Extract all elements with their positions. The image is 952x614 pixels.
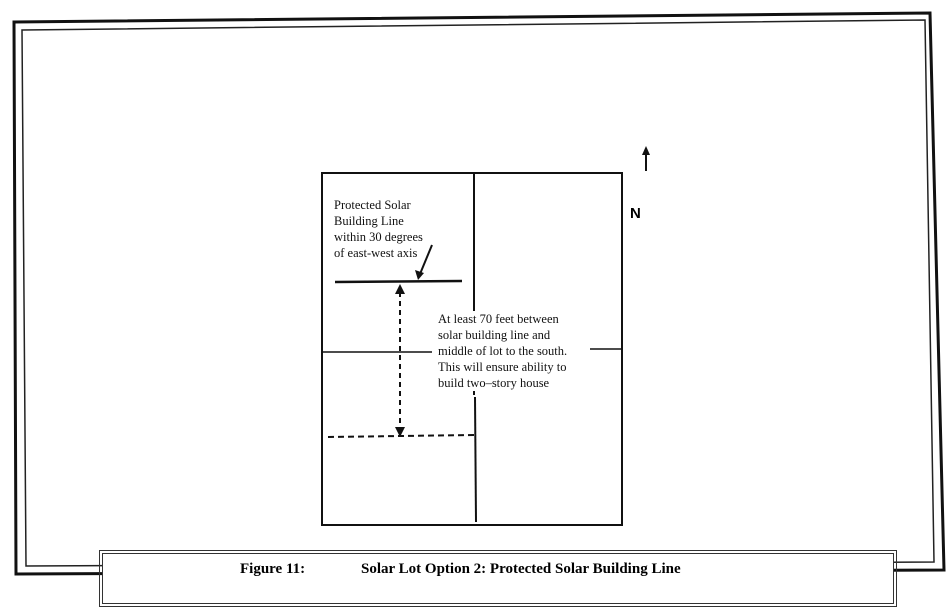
north-arrowhead-icon [642,146,650,155]
figure-title: Solar Lot Option 2: Protected Solar Buil… [361,561,681,577]
pointer-arrow [419,244,433,275]
arrowhead-up [395,284,405,294]
figure-caption: Figure 11: Solar Lot Option 2: Protected… [99,550,897,607]
solar-building-line [334,279,463,284]
outer-frame [12,11,946,576]
building-line-label: Protected Solar Building Line within 30 … [334,197,423,261]
arrowhead-down [395,427,405,437]
lot-divider-vertical-lower [474,396,477,523]
lot-middle-dashed-line [327,434,475,438]
distance-label: At least 70 feet between solar building … [438,311,568,391]
north-label: N [630,205,641,222]
pointer-arrowhead [415,270,424,280]
figure-number: Figure 11: [240,561,306,577]
inner-frame [21,19,935,567]
